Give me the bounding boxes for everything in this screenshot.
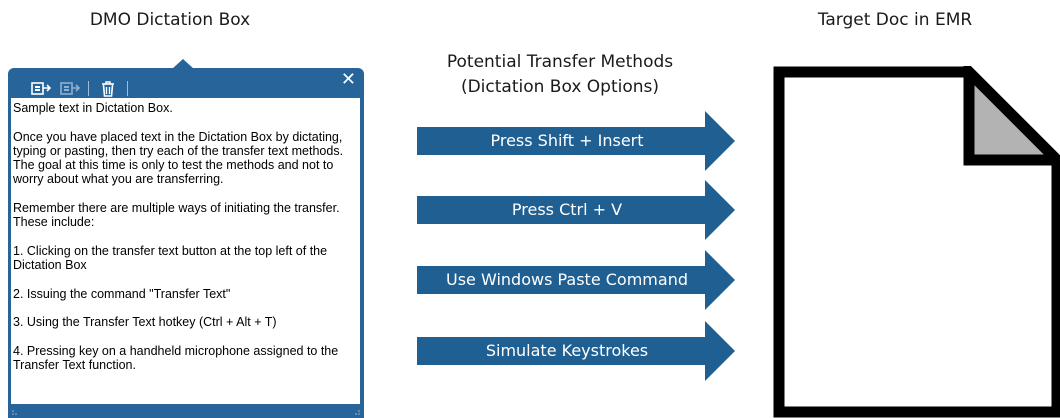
transfer-methods-title: Potential Transfer Methods (Dictation Bo… (395, 50, 725, 100)
dictation-text-area[interactable]: Sample text in Dictation Box. Once you h… (11, 98, 360, 404)
dictation-box-title: DMO Dictation Box (89, 10, 251, 30)
dictation-paragraph: 3. Using the Transfer Text hotkey (Ctrl … (13, 315, 277, 330)
arrow-shape (417, 250, 735, 310)
method-label: Press Shift + Insert (490, 131, 644, 150)
toolbar-separator (127, 81, 128, 96)
dictation-paragraph: Remember there are multiple ways of init… (13, 201, 340, 230)
toolbar-separator (88, 81, 89, 96)
target-doc-title: Target Doc in EMR (817, 10, 973, 30)
method-arrow-shift-insert: Press Shift + Insert (417, 111, 735, 171)
method-label: Press Ctrl + V (511, 200, 623, 219)
method-arrow-simulate-keystrokes: Simulate Keystrokes (417, 321, 735, 381)
transfer-methods-title-line1: Potential Transfer Methods (446, 52, 674, 72)
arrow-shape (417, 111, 735, 171)
arrow-shape (417, 321, 735, 381)
delete-icon[interactable] (101, 80, 115, 102)
dictation-paragraph: Sample text in Dictation Box. (13, 101, 173, 115)
dictation-paragraph: 4. Pressing key on a handheld microphone… (13, 344, 339, 373)
arrow-shape (417, 180, 735, 240)
dictation-paragraph: 2. Issuing the command "Transfer Text" (13, 286, 231, 301)
method-label: Use Windows Paste Command (446, 270, 688, 289)
transfer-text-disabled-icon (60, 82, 81, 101)
resize-grip-right-icon[interactable] (354, 409, 360, 415)
dictation-box-toolbar: ✕ (8, 68, 364, 98)
close-icon[interactable]: ✕ (340, 69, 356, 90)
target-document-icon (773, 66, 1060, 418)
method-arrow-ctrl-v: Press Ctrl + V (417, 180, 735, 240)
dictation-box: ✕ Sample text in Dictation Box. Once you… (8, 68, 364, 418)
resize-grip-left-icon[interactable] (12, 409, 18, 415)
method-label: Simulate Keystrokes (485, 341, 649, 360)
transfer-methods-title-line2: (Dictation Box Options) (460, 77, 660, 97)
method-arrow-windows-paste: Use Windows Paste Command (417, 250, 735, 310)
dictation-paragraph: Once you have placed text in the Dictati… (13, 129, 344, 187)
transfer-text-icon[interactable] (31, 82, 52, 101)
dictation-paragraph: 1. Clicking on the transfer text button … (13, 243, 328, 273)
dictation-box-notch (172, 59, 194, 69)
document-fold (963, 66, 1060, 166)
